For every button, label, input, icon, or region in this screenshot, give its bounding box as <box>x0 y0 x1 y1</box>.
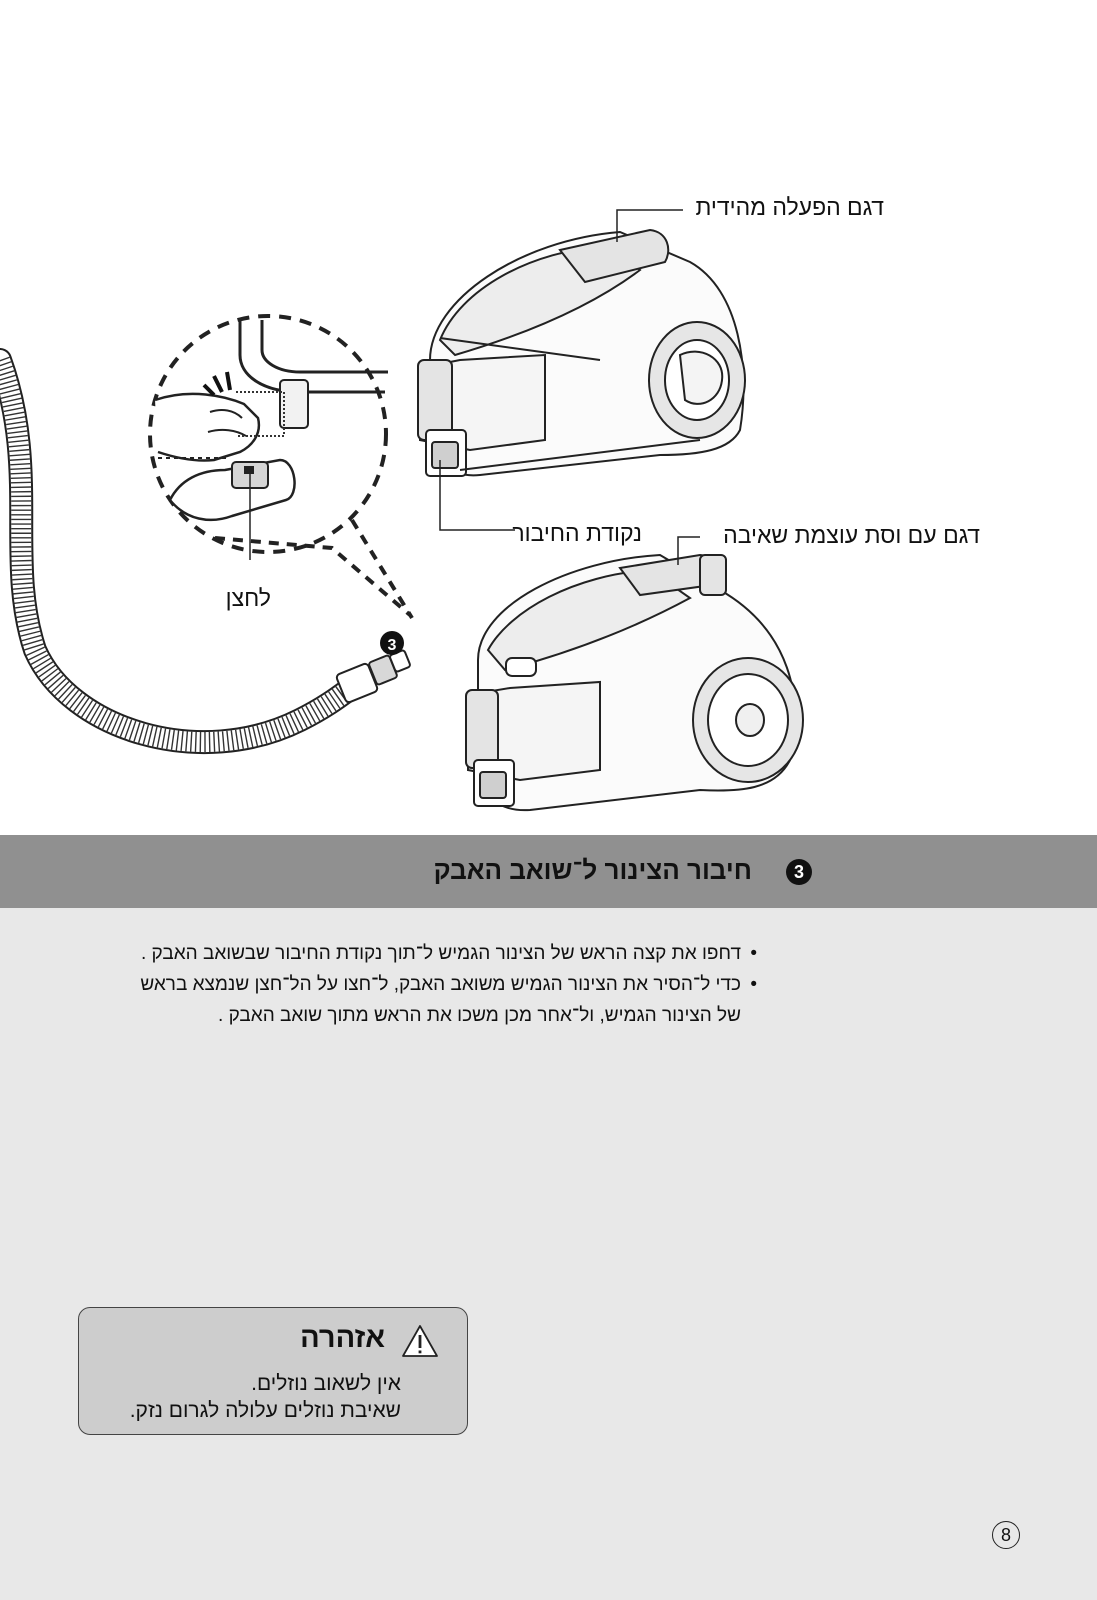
list-item: • דחפו את קצה הראש של הצינור הגמיש ל־תוך… <box>137 938 757 969</box>
warning-box: אזהרה אין לשאוב נוזלים. שאיבת נוזלים עלו… <box>78 1307 468 1435</box>
vacuum-suction-model <box>465 553 804 812</box>
warning-text: אין לשאוב נוזלים. שאיבת נוזלים עלולה לגר… <box>130 1370 401 1424</box>
section-band: חיבור הצינור ל־שואב האבק 3 <box>0 835 1097 908</box>
callout-handle-model: דגם הפעלה מהידית <box>695 194 884 220</box>
callout-leaders <box>439 209 700 565</box>
magnified-detail <box>148 314 414 620</box>
instruction-text: דחפו את קצה הראש של הצינור הגמיש ל־תוך נ… <box>140 943 741 964</box>
section-title: חיבור הצינור ל־שואב האבק <box>433 855 752 885</box>
page-number: 8 <box>992 1521 1020 1549</box>
flexible-hose <box>0 348 367 755</box>
callout-suction-model: דגם עם וסת עוצמת שאיבה <box>723 522 980 548</box>
warning-line-2: שאיבת נוזלים עלולה לגרום נזק. <box>129 1399 401 1422</box>
step-marker-label: 3 <box>388 637 397 654</box>
bullet: • <box>750 974 757 995</box>
list-item: • כדי ל־הסיר את הצינור הגמיש משואב האבק,… <box>137 969 757 1031</box>
callout-push-button: לחצן <box>225 585 271 611</box>
section-step-badge: 3 <box>786 859 812 885</box>
warning-line-1: אין לשאוב נוזלים. <box>251 1372 401 1395</box>
content-area: • דחפו את קצה הראש של הצינור הגמיש ל־תוך… <box>0 908 1097 1600</box>
bullet: • <box>750 943 757 964</box>
warning-triangle-icon <box>402 1325 438 1357</box>
step-marker-icon <box>380 631 404 655</box>
callout-connection-point: נקודת החיבור <box>512 520 642 546</box>
hose-connector <box>335 649 411 704</box>
instruction-text: כדי ל־הסיר את הצינור הגמיש משואב האבק, ל… <box>140 974 741 1026</box>
warning-title: אזהרה <box>300 1322 385 1354</box>
instruction-list: • דחפו את קצה הראש של הצינור הגמיש ל־תוך… <box>137 938 757 1031</box>
vacuum-handle-model <box>417 228 746 477</box>
product-illustration: 3 <box>0 209 804 812</box>
